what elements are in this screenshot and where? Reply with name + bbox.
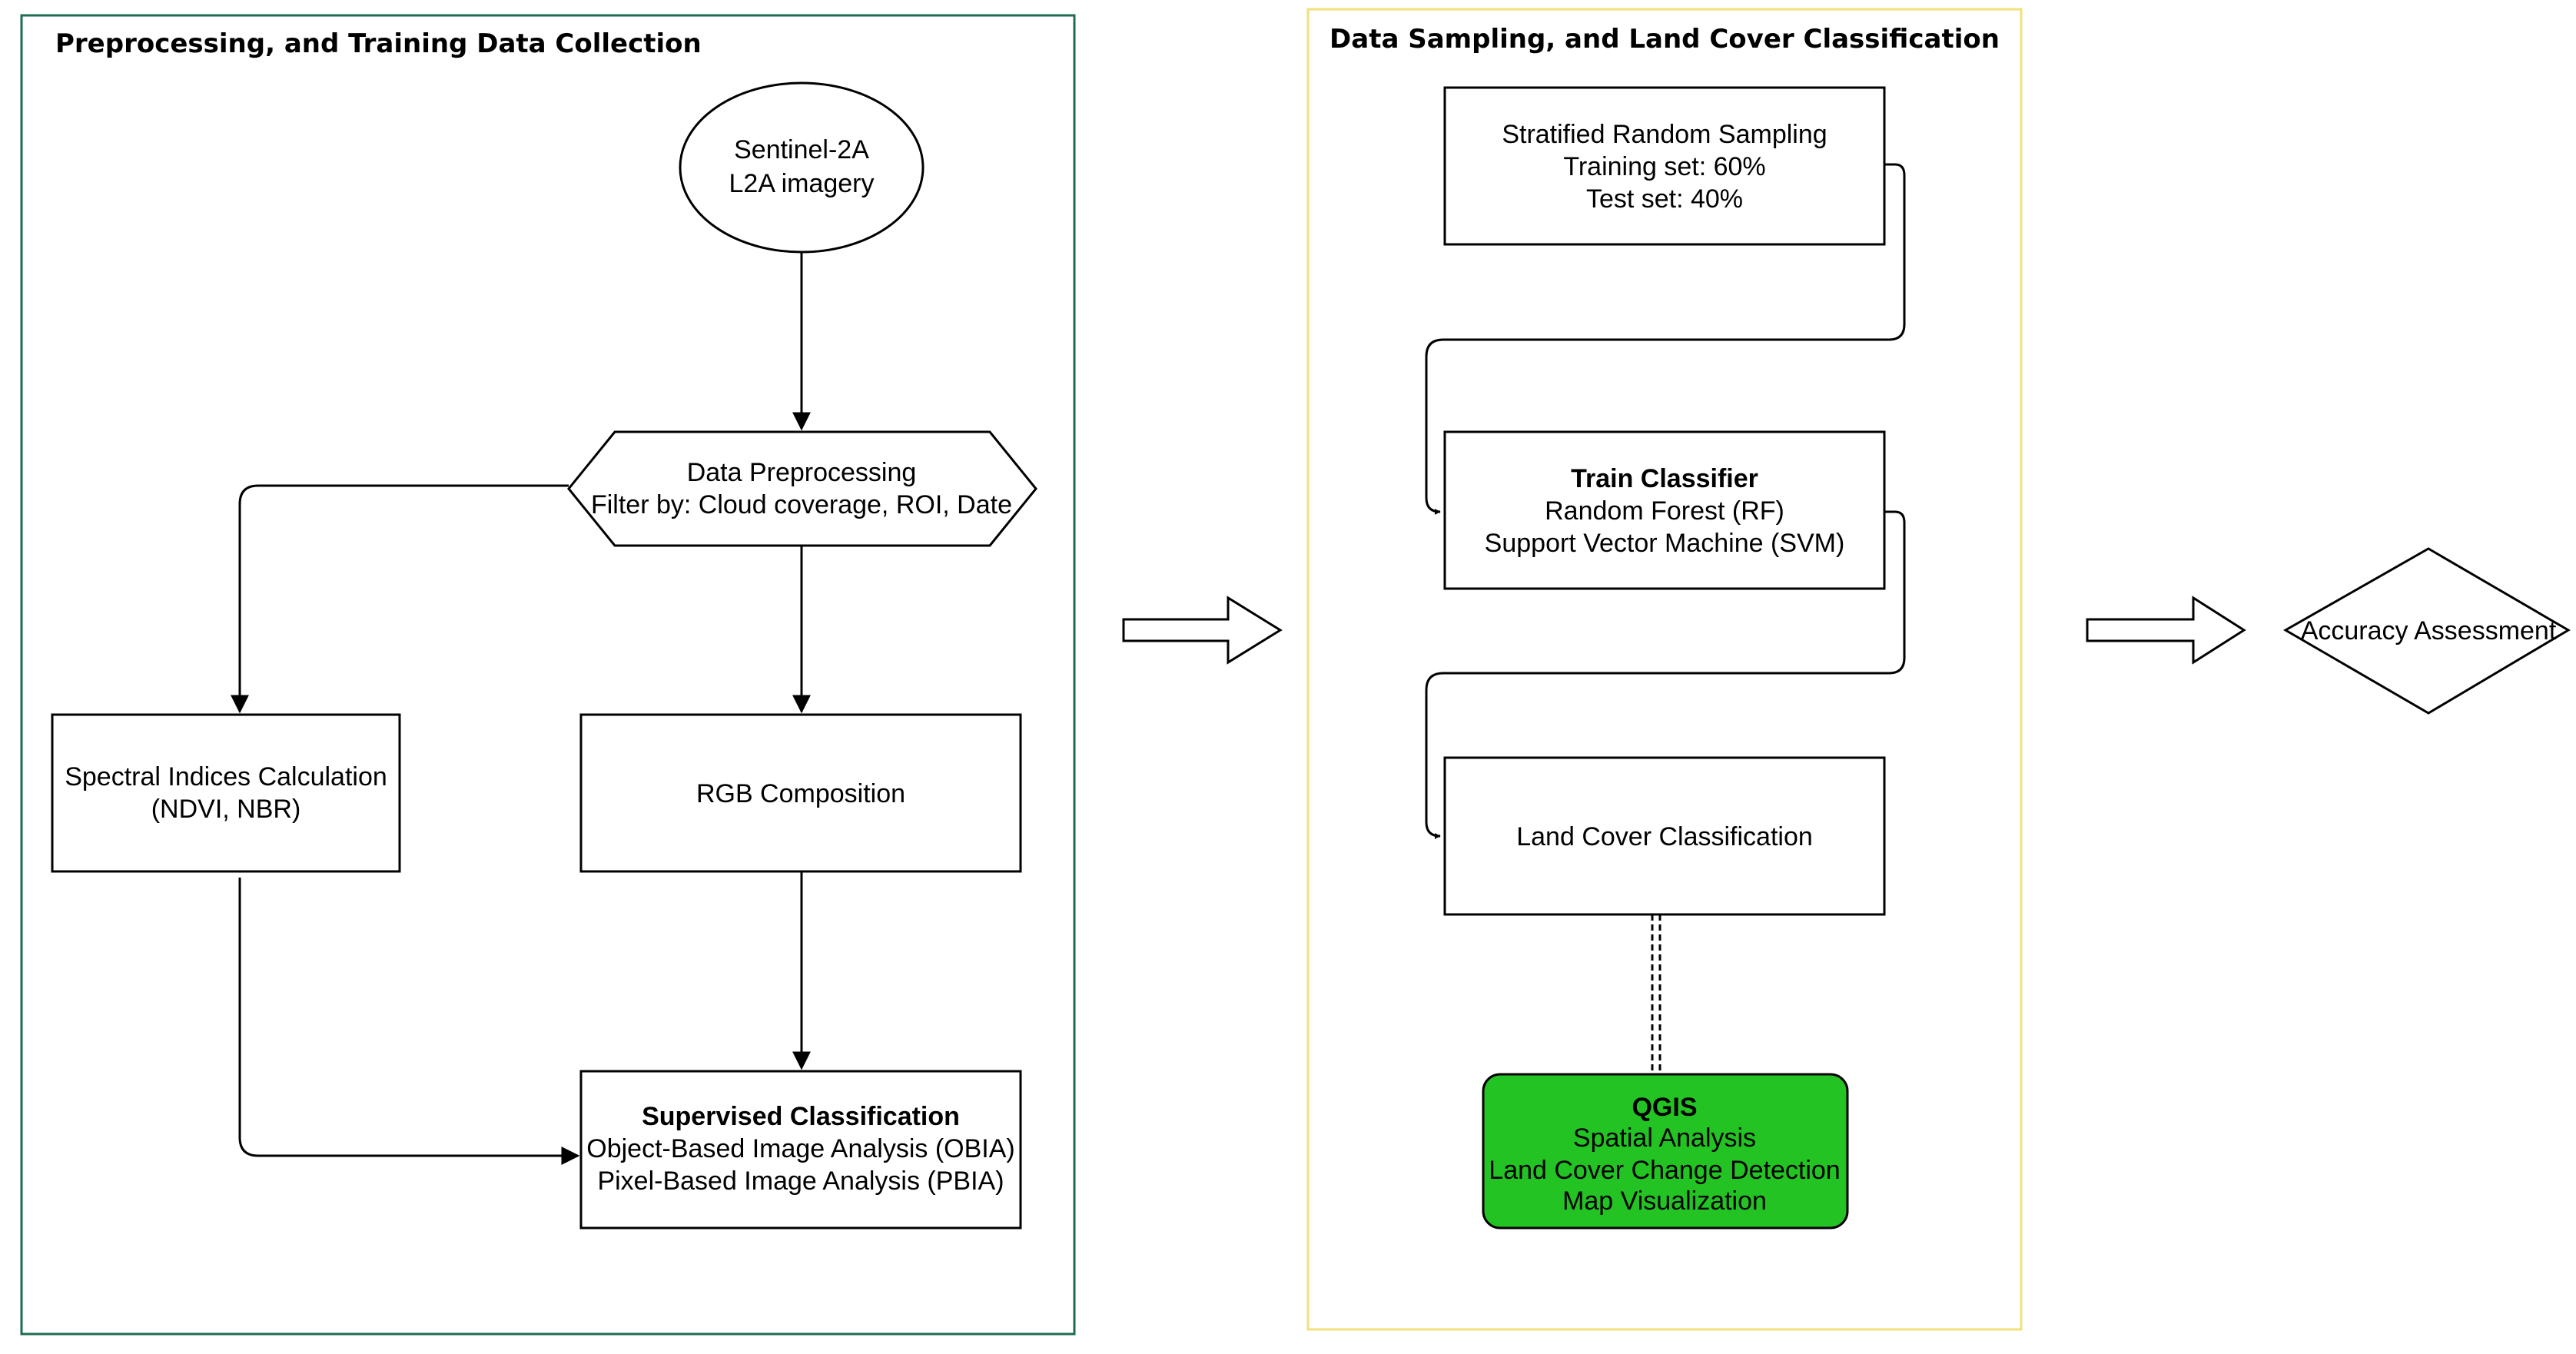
spectral-line-2: (NDVI, NBR)	[151, 795, 301, 824]
sentinel-line-2: L2A imagery	[729, 169, 875, 198]
arrow-preprocessing-to-spectral	[231, 484, 569, 714]
supervised-line-2: Pixel-Based Image Analysis (PBIA)	[597, 1166, 1004, 1196]
train-title: Train Classifier	[1571, 464, 1758, 493]
sampling-panel-border	[1306, 8, 2023, 1331]
train-classifier-node: Train Classifier Random Forest (RF) Supp…	[1443, 430, 1886, 590]
landcover-line-1: Land Cover Classification	[1516, 822, 1813, 851]
arrow-train-to-landcover	[1425, 510, 1906, 839]
stratified-sampling-node: Stratified Random Sampling Training set:…	[1443, 86, 1886, 246]
supervised-classification-node: Supervised Classification Object-Based I…	[579, 1070, 1022, 1230]
sampling-line-1: Stratified Random Sampling	[1502, 120, 1827, 149]
supervised-line-1: Object-Based Image Analysis (OBIA)	[586, 1134, 1014, 1163]
preprocessing-panel: Preprocessing, and Training Data Collect…	[20, 14, 1076, 1336]
land-cover-classification-node: Land Cover Classification	[1443, 756, 1886, 916]
sampling-panel-title: Data Sampling, and Land Cover Classifica…	[1329, 24, 2000, 55]
data-preprocessing-node: Data Preprocessing Filter by: Cloud cove…	[567, 430, 1037, 547]
qgis-title: QGIS	[1632, 1093, 1697, 1122]
rgb-composition-node: RGB Composition	[579, 713, 1022, 873]
block-arrow-panel1-to-panel2	[1122, 596, 1283, 665]
sampling-line-3: Test set: 40%	[1586, 184, 1743, 214]
sentinel-imagery-node: Sentinel-2A L2A imagery	[679, 81, 925, 254]
qgis-line-3: Map Visualization	[1562, 1186, 1767, 1216]
accuracy-line-1: Accuracy Assessment	[2301, 616, 2557, 645]
preprocessing-panel-title: Preprocessing, and Training Data Collect…	[55, 28, 702, 59]
spectral-line-1: Spectral Indices Calculation	[65, 762, 387, 791]
qgis-node: QGIS Spatial Analysis Land Cover Change …	[1482, 1073, 1849, 1230]
block-arrow-panel2-to-accuracy	[2086, 596, 2246, 665]
link-landcover-to-qgis	[1651, 914, 1661, 1073]
sampling-line-2: Training set: 60%	[1563, 152, 1765, 181]
supervised-title: Supervised Classification	[642, 1102, 960, 1131]
arrow-spectral-to-supervised	[238, 878, 580, 1165]
spectral-indices-node: Spectral Indices Calculation (NDVI, NBR)	[51, 713, 401, 873]
qgis-line-2: Land Cover Change Detection	[1489, 1156, 1840, 1185]
arrow-sampling-to-train	[1425, 163, 1906, 515]
sentinel-line-1: Sentinel-2A	[734, 135, 869, 164]
preprocessing-panel-border	[20, 14, 1076, 1336]
preprocessing-line-1: Data Preprocessing	[687, 458, 917, 487]
accuracy-assessment-node: Accuracy Assessment	[2282, 547, 2571, 715]
preprocessing-line-2: Filter by: Cloud coverage, ROI, Date	[591, 490, 1012, 519]
train-line-1: Random Forest (RF)	[1545, 496, 1784, 526]
rgb-line-1: RGB Composition	[696, 779, 905, 808]
train-line-2: Support Vector Machine (SVM)	[1485, 529, 1845, 558]
qgis-line-1: Spatial Analysis	[1573, 1123, 1756, 1153]
sampling-panel: Data Sampling, and Land Cover Classifica…	[1306, 8, 2023, 1331]
